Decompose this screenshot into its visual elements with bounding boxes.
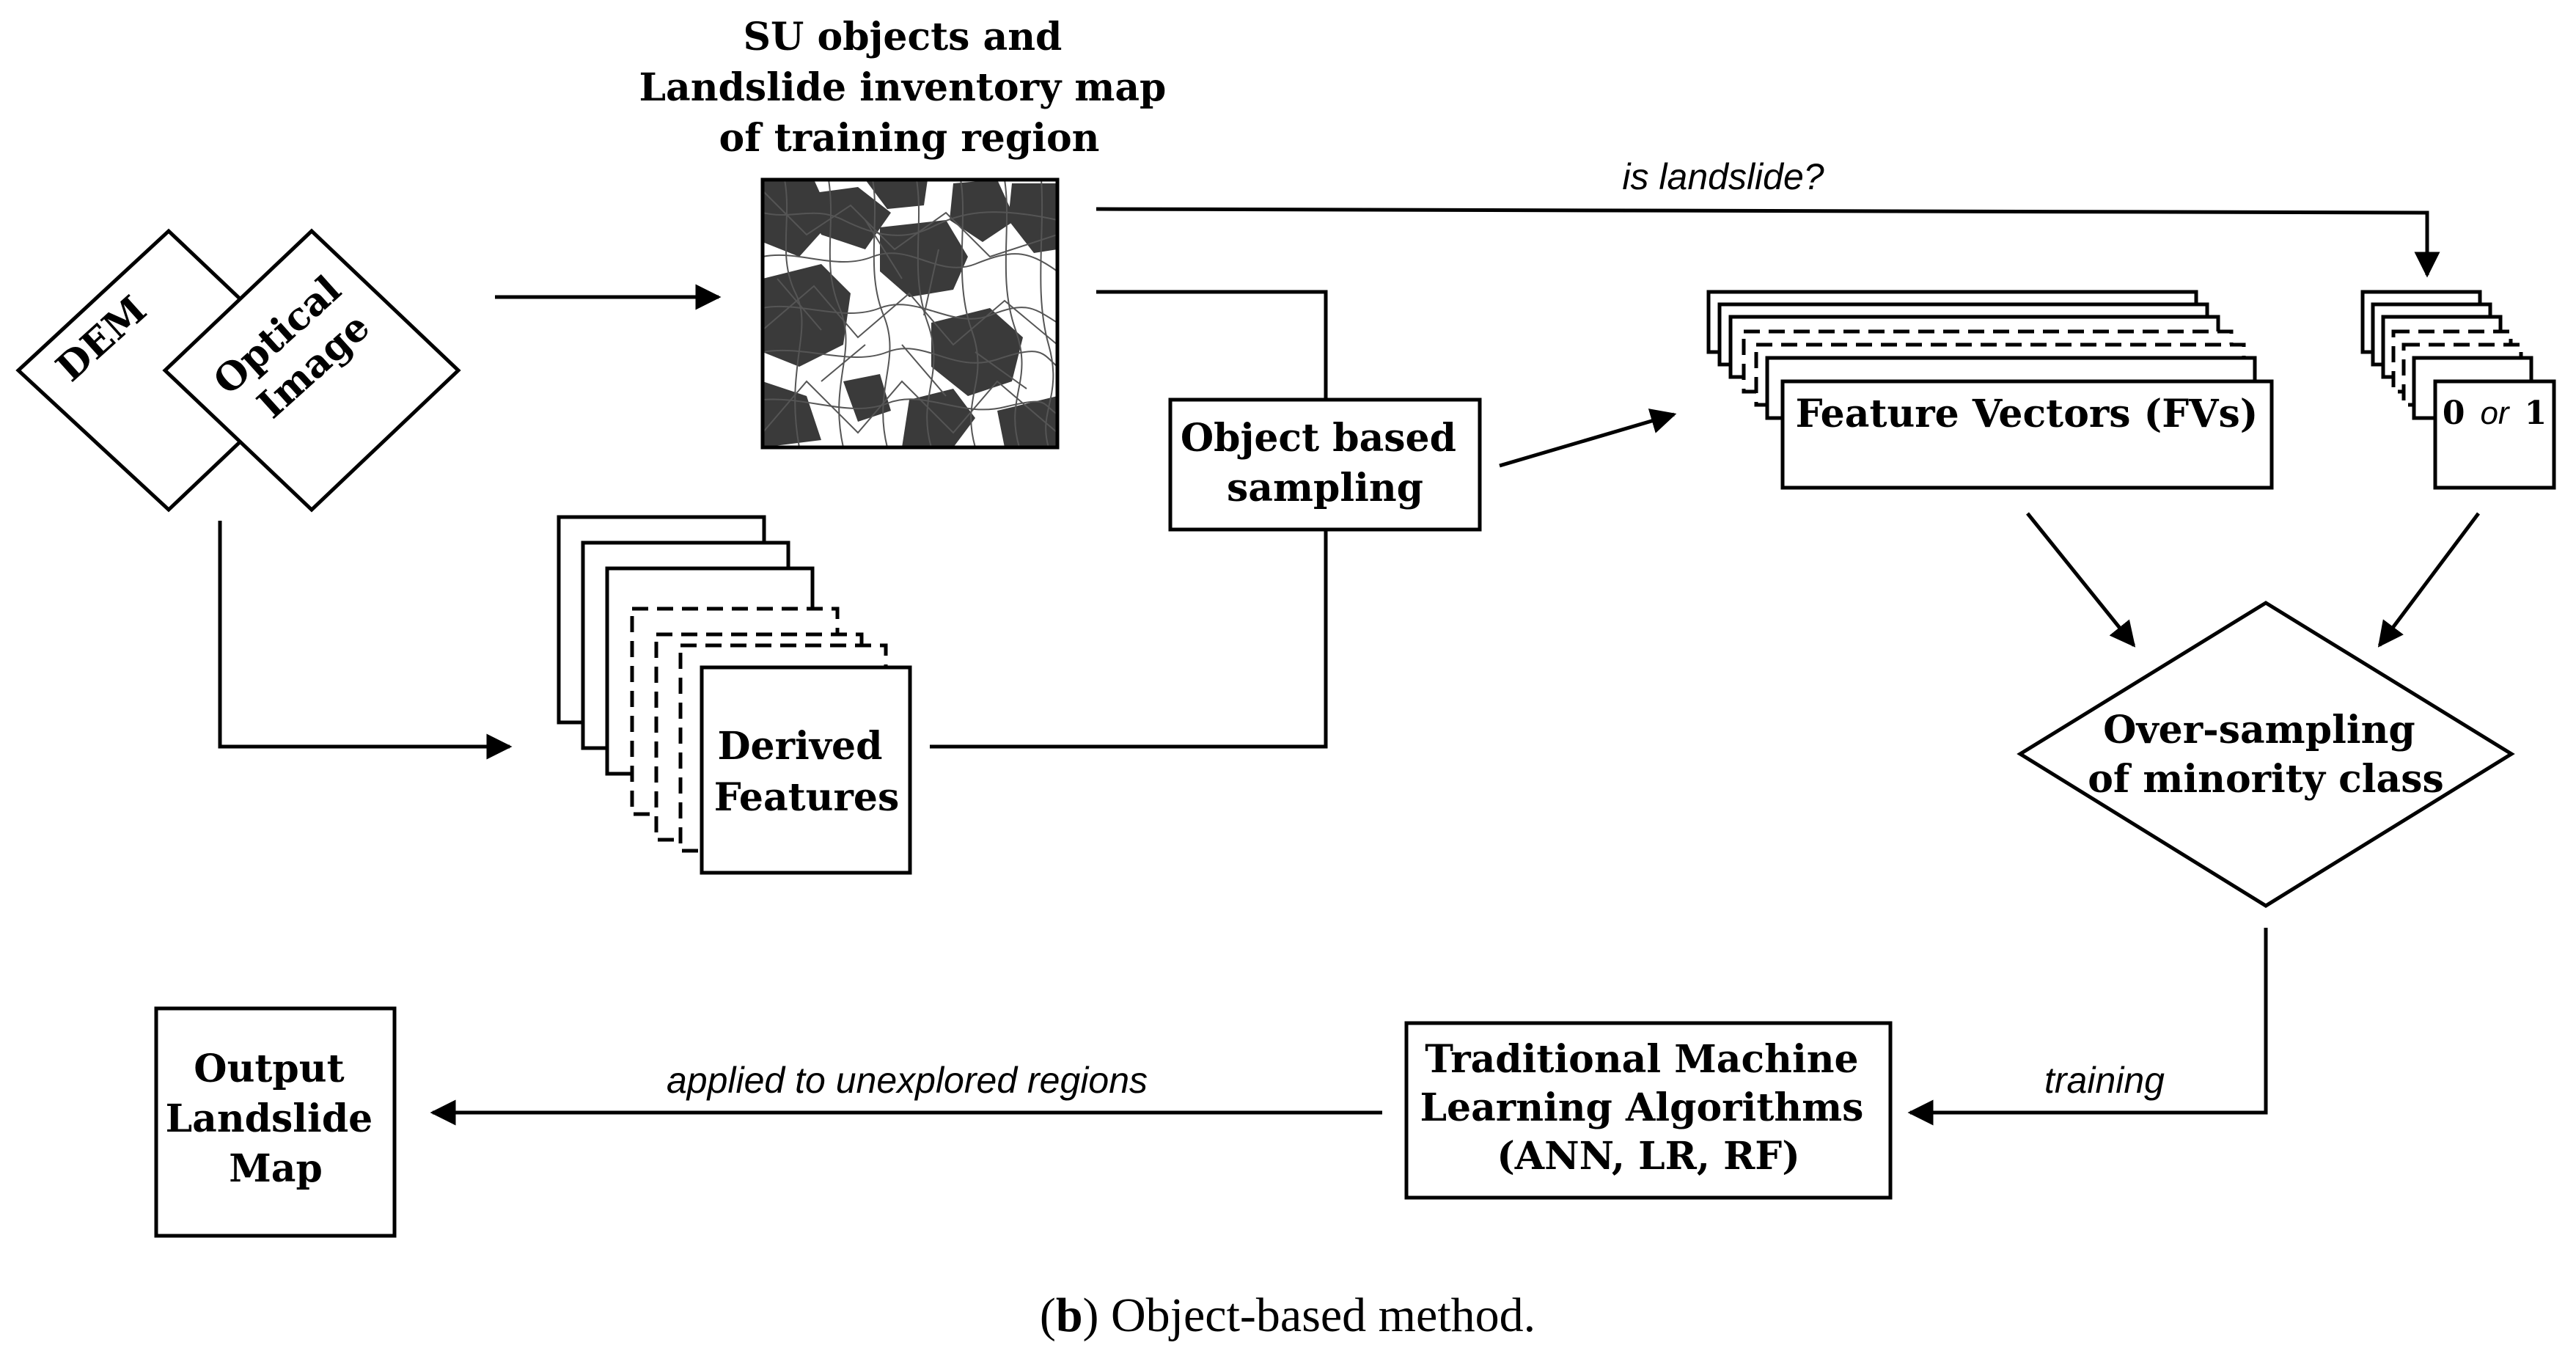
figure-caption: (b) Object-based method. [1040,1289,1535,1342]
arrow-inputs-to-derived [218,521,513,760]
arrow-sampling-to-fvs [1499,409,1677,468]
label-stack: 0 or 1 [2360,290,2556,490]
derived-features-label-line2: Features [714,775,899,820]
su-objects-title: SU objects and Landslide inventory map o… [639,15,1179,161]
landslide-patches [763,180,1057,447]
optical-image-diamond: Optical Image [162,228,461,513]
arrow-training [1907,928,2268,1126]
derived-features-label-line1: Derived [717,724,882,769]
su-object-boundaries [763,180,1057,447]
arrow-fvs-to-oversampling [2026,512,2136,648]
connector-derived-to-sampling [930,530,1328,749]
svg-text:Derived Features: Derived Features [714,724,899,820]
label-zero-or-one: 0 or 1 [2443,395,2547,432]
svg-text:Traditional Machine Lear: Traditional Machine Learning Algorithms … [1420,1037,1876,1179]
output-box: Output Landslide Map [154,1006,397,1238]
svg-text:Output Landslide M: Output Landslide Map [166,1047,386,1191]
applied-label: applied to unexplored regions [667,1060,1148,1101]
svg-text:Over-sampling of minorit: Over-sampling of minority class [2088,708,2444,802]
is-landslide-label: is landslide? [1622,156,1824,197]
su-objects-map [760,177,1060,450]
feature-vectors-stack: Feature Vectors (FVs) [1706,290,2274,490]
object-based-sampling-box: Object based sampling [1168,398,1482,532]
connector-map-to-sampling [1096,290,1328,400]
oversampling-diamond: Over-sampling of minority class [2017,601,2515,908]
training-label: training [2044,1060,2165,1101]
svg-text:Object based sampling: Object based sampling [1181,416,1469,510]
arrow-is-landslide [1096,207,2440,278]
feature-vectors-label: Feature Vectors (FVs) [1796,392,2258,436]
arrow-labels-to-oversampling [2377,512,2480,648]
ml-algorithms-box: Traditional Machine Learning Algorithms … [1404,1021,1893,1200]
derived-features-stack: Derived Features [557,515,912,875]
